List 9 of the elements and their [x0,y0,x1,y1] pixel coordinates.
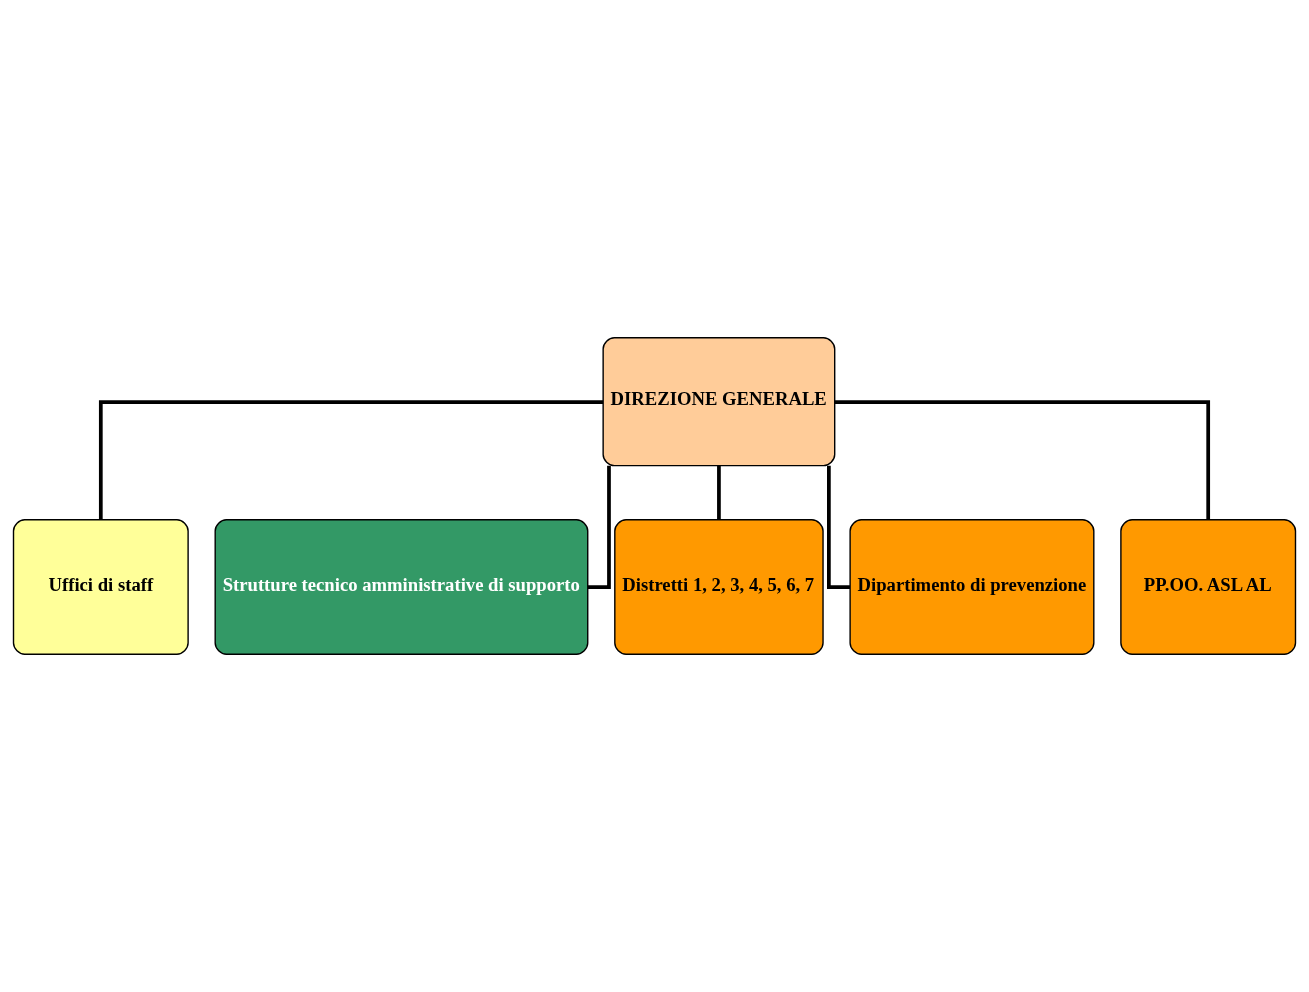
node-box: Dipartimento di prevenzione [849,519,1095,655]
node-box: Uffici di staff [12,519,189,655]
node-box: Strutture tecnico amministrative di supporto [214,519,589,655]
connector [98,400,603,520]
node-box: Distretti 1, 2, 3, 4, 5, 6, 7 [614,519,824,655]
node-box: DIREZIONE GENERALE [602,337,836,467]
node-box: PP.OO. ASL AL [1120,519,1297,655]
connector [834,400,1211,520]
connector [717,465,721,520]
